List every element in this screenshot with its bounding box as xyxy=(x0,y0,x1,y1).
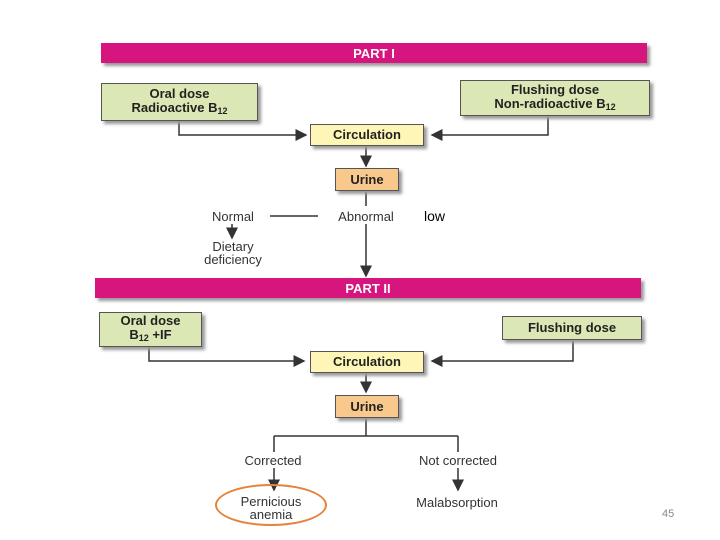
part2-corrected-label: Corrected xyxy=(244,453,302,468)
part1-circulation-label: Circulation xyxy=(333,127,401,142)
part1-flushing-line1: Flushing dose xyxy=(510,81,600,97)
part2-flushing-label: Flushing dose xyxy=(527,320,617,335)
part1-oral-dose-box: Oral dose Radioactive B12 xyxy=(101,83,258,121)
part2-pernicious-line2: anemia xyxy=(249,507,293,522)
part2-oral-dose-line1: Oral dose xyxy=(120,313,181,328)
part1-oral-dose-line2: Radioactive B12 xyxy=(131,99,228,118)
part2-oral-dose-suffix: +IF xyxy=(148,327,172,342)
part1-oral-dose-sub: 12 xyxy=(217,105,228,116)
part1-flushing-line2: Non-radioactive B12 xyxy=(494,95,616,114)
part2-circulation-box: Circulation xyxy=(310,351,424,373)
part2-not-corrected-label: Not corrected xyxy=(418,453,498,468)
part1-abnormal-label: Abnormal xyxy=(338,209,394,224)
part1-dietary-line1: Dietary xyxy=(212,239,254,254)
part2-pernicious-line1: Pernicious xyxy=(240,494,302,509)
part2-pernicious-anemia-label: Pernicious anemia xyxy=(222,495,320,521)
line-flush2-to-circ xyxy=(430,340,574,367)
part2-header-bar: PART II xyxy=(95,278,641,298)
part2-oral-dose-box: Oral dose B12 +IF xyxy=(99,312,202,347)
part2-urine-label: Urine xyxy=(350,398,384,414)
part1-header-bar: PART I xyxy=(101,43,647,63)
line-urine2-branch xyxy=(273,418,459,452)
part1-normal-label: Normal xyxy=(212,209,254,224)
part1-dietary-deficiency-label: Dietary deficiency xyxy=(186,240,280,266)
annotation-low: low xyxy=(424,208,446,224)
part2-oral-dose-prefix: B xyxy=(129,327,139,342)
line-flush-to-circ xyxy=(430,116,549,141)
part2-flushing-dose-box: Flushing dose xyxy=(502,316,642,340)
part1-urine-box: Urine xyxy=(335,168,399,191)
part2-title: PART II xyxy=(345,280,391,296)
part1-flushing-sub: 12 xyxy=(605,101,616,112)
part1-flushing-dose-box: Flushing dose Non-radioactive B12 xyxy=(460,80,650,116)
part1-oral-dose-line1: Oral dose xyxy=(149,85,210,101)
part1-flushing-line2-text: Non-radioactive B xyxy=(494,95,606,111)
part1-circulation-box: Circulation xyxy=(310,124,424,146)
part2-circulation-label: Circulation xyxy=(333,354,401,369)
page-number: 45 xyxy=(662,508,675,520)
part2-malabsorption-label: Malabsorption xyxy=(416,495,498,510)
part1-urine-label: Urine xyxy=(350,171,384,187)
part2-oral-dose-sub: 12 xyxy=(138,333,149,343)
line-oral-to-circ xyxy=(178,120,308,141)
part1-dietary-line2: deficiency xyxy=(204,252,262,267)
part2-urine-box: Urine xyxy=(335,395,399,418)
line-oral2-to-circ xyxy=(148,346,306,367)
part1-oral-dose-line2-text: Radioactive B xyxy=(131,99,218,115)
part2-oral-dose-line2: B12 +IF xyxy=(129,328,171,345)
part1-title: PART I xyxy=(353,45,395,61)
pernicious-anemia-highlight xyxy=(215,484,327,526)
